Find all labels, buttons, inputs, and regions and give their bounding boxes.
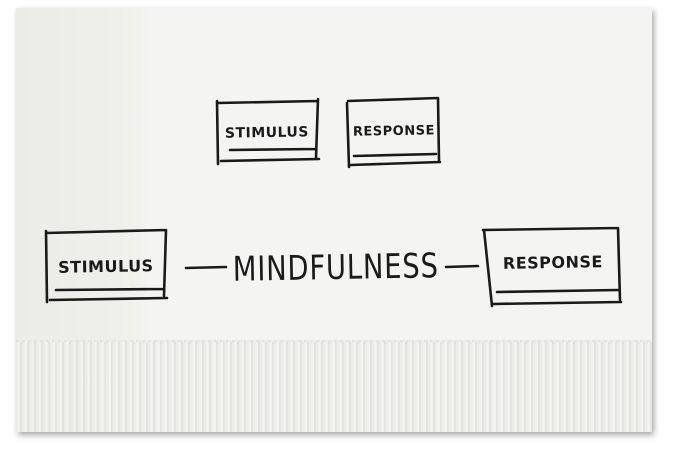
top-stimulus-box — [215, 97, 321, 166]
napkin — [16, 8, 652, 432]
bottom-response-box — [481, 226, 623, 308]
left-connector-line — [184, 265, 228, 270]
bottom-stimulus-label: STIMULUS — [58, 256, 154, 277]
top-response-box — [345, 96, 442, 169]
bottom-stimulus-box — [44, 228, 169, 304]
mindfulness-label: MINDFULNESS — [232, 246, 439, 290]
top-response-label: RESPONSE — [353, 123, 435, 139]
napkin-fringe — [16, 342, 652, 432]
right-connector-line — [444, 264, 480, 269]
bottom-response-label: RESPONSE — [503, 252, 603, 273]
top-stimulus-label: STIMULUS — [225, 124, 309, 141]
